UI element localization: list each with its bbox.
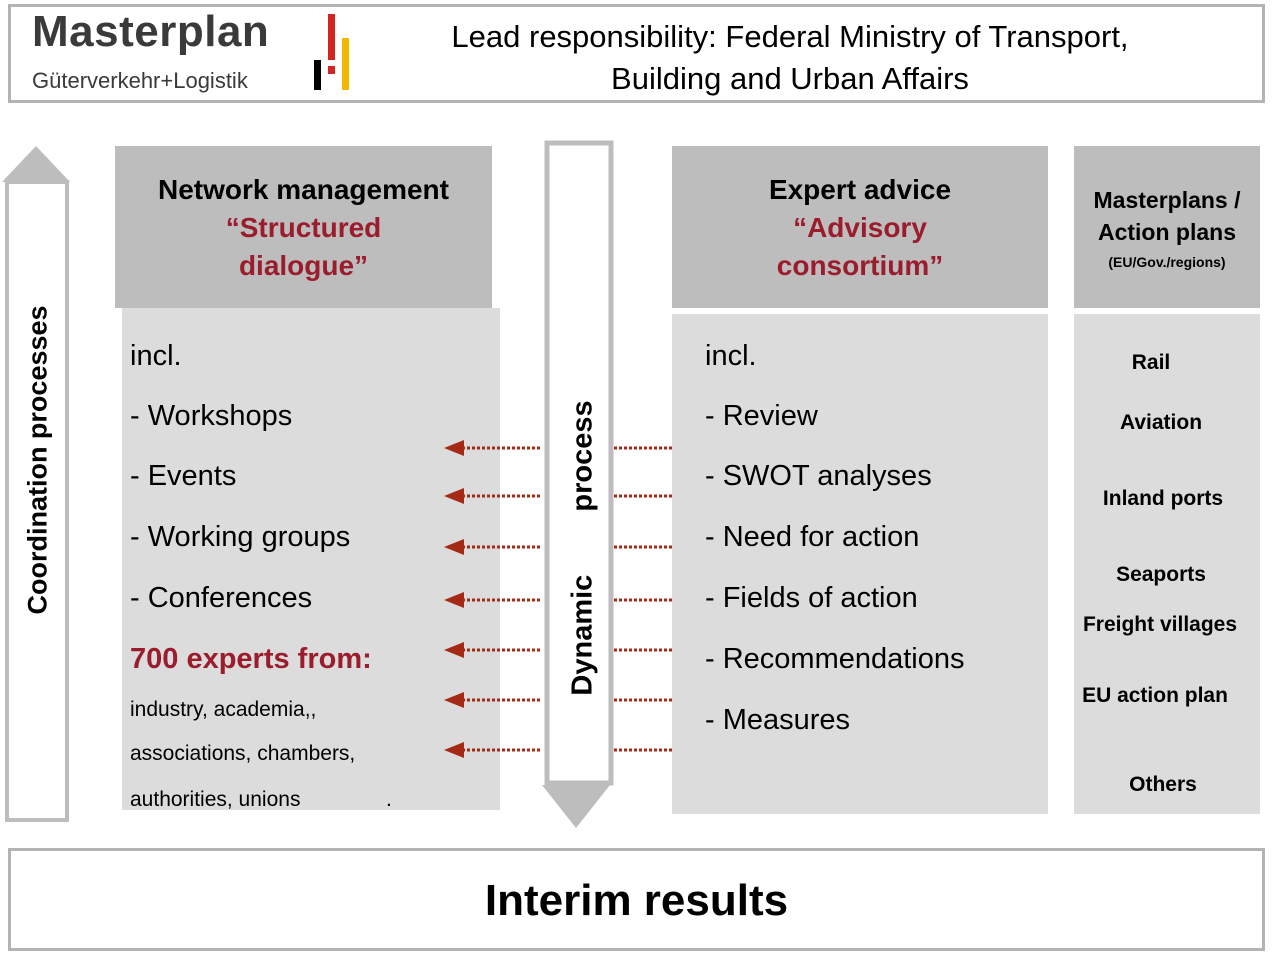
interim-results-box [8,848,1265,951]
right-item: - SWOT analyses [705,460,932,492]
coordination-processes-label: Coordination processes [22,305,53,615]
right-item: - Recommendations [705,643,965,675]
masterplans-header: Masterplans / Action plans (EU/Gov./regi… [1074,146,1260,308]
network-management-body [122,308,500,810]
masterplans-body [1074,314,1260,814]
masterplan-item: Rail [1131,351,1171,374]
expert-advice-body [672,314,1048,814]
structured-dialogue-line-1: “Structured [225,212,382,243]
experts-line: authorities, unions [130,788,301,811]
logo-subtitle: Güterverkehr+Logistik [32,68,248,93]
right-item: - Need for action [705,521,920,553]
masterplans-title-line-1: Masterplans / [1093,187,1241,213]
masterplan-item: Freight villages [1082,613,1238,636]
coordination-arrow [2,146,70,822]
masterplan-item: Others [1129,773,1197,796]
masterplan-item: Inland ports [1102,487,1224,510]
right-item: incl. [705,340,757,372]
left-item: - Workshops [130,400,293,432]
masterplan-item: Seaports [1116,563,1206,586]
lead-line-1: Lead responsibility: Federal Ministry of… [451,19,1129,54]
masterplans-title-line-2: Action plans [1097,219,1236,245]
logo-mark-icon [314,14,349,90]
header-box [8,4,1265,103]
masterplan-item: EU action plan [1082,684,1228,707]
right-item: - Measures [705,704,851,736]
experts-line: associations, chambers, [130,742,356,765]
masterplans-note: (EU/Gov./regions) [1108,254,1226,270]
masterplan-item: Aviation [1119,411,1203,434]
left-item: - Conferences [130,582,313,614]
advisory-consortium-line-2: consortium” [776,250,944,281]
right-item: - Review [705,400,818,432]
network-management-header: Network management “Structured dialogue” [115,146,492,308]
advisory-consortium-line-1: “Advisory [793,212,927,243]
network-management-title: Network management [158,174,449,205]
right-item: - Fields of action [705,582,918,614]
expert-advice-title: Expert advice [768,174,952,205]
dynamic-process-arrow [542,140,614,828]
experts-line: industry, academia,, [130,698,317,721]
structured-dialogue-line-2: dialogue” [238,250,369,281]
lead-line-2: Building and Urban Affairs [611,61,969,96]
experts-line-period: . [386,788,392,811]
left-item: - Events [130,460,237,492]
experts-heading: 700 experts from: [130,643,372,675]
lead-responsibility: Lead responsibility: Federal Ministry of… [370,16,1210,100]
connector-arrows [444,440,698,758]
left-item: incl. [130,340,182,372]
left-item: - Working groups [130,521,351,553]
interim-results-label: Interim results [484,876,789,925]
expert-advice-header: Expert advice “Advisory consortium” [672,146,1048,308]
logo-title: Masterplan [32,7,270,56]
